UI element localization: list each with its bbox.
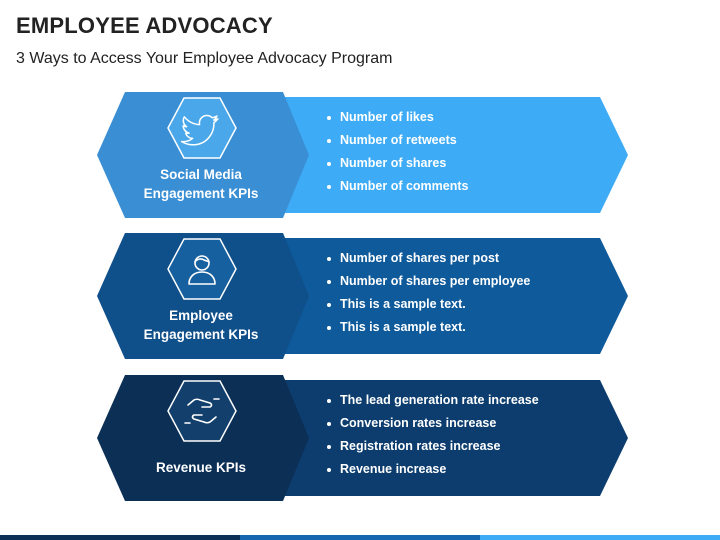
person-icon xyxy=(188,255,216,285)
page-title: EMPLOYEE ADVOCACY xyxy=(16,13,273,38)
kpi-row-revenue: Revenue KPIs The lead generation rate in… xyxy=(0,375,720,501)
list-item: This is a sample text. xyxy=(325,316,530,339)
kpi-bullet-list: Number of shares per post Number of shar… xyxy=(325,247,530,339)
footer-color-bar xyxy=(0,535,720,540)
kpi-label: Revenue KPIs xyxy=(118,458,284,477)
kpi-label: Social Media Engagement KPIs xyxy=(118,165,284,203)
kpi-label-line2: Engagement KPIs xyxy=(143,327,259,342)
kpi-label-line2: Engagement KPIs xyxy=(143,186,259,201)
footer-segment-light xyxy=(480,535,720,540)
icon-hexagon xyxy=(167,238,237,300)
kpi-bullet-list: The lead generation rate increase Conver… xyxy=(325,389,539,481)
list-item: Number of shares xyxy=(325,152,469,175)
handshake-icon-badge xyxy=(167,380,237,442)
kpi-row-social-media: Social Media Engagement KPIs Number of l… xyxy=(0,92,720,218)
list-item: Number of comments xyxy=(325,175,469,198)
list-item: Number of retweets xyxy=(325,129,469,152)
kpi-bullet-list: Number of likes Number of retweets Numbe… xyxy=(325,106,469,198)
list-item: Registration rates increase xyxy=(325,435,539,458)
bullet-arrow xyxy=(262,380,628,496)
person-head xyxy=(194,255,210,271)
list-item: Number of shares per employee xyxy=(325,270,530,293)
page-subtitle: 3 Ways to Access Your Employee Advocacy … xyxy=(16,50,393,67)
twitter-bird-icon-badge xyxy=(167,97,237,159)
bullet-arrow xyxy=(262,97,628,213)
list-item: Revenue increase xyxy=(325,458,539,481)
list-item: Number of shares per post xyxy=(325,247,530,270)
kpi-label: Employee Engagement KPIs xyxy=(118,306,284,344)
kpi-row-employee-engagement: Employee Engagement KPIs Number of share… xyxy=(0,233,720,359)
person-shoulders xyxy=(188,271,216,285)
list-item: The lead generation rate increase xyxy=(325,389,539,412)
person-hair xyxy=(194,258,210,263)
list-item: Conversion rates increase xyxy=(325,412,539,435)
hand-top xyxy=(187,398,220,408)
list-item: Number of likes xyxy=(325,106,469,129)
handshake-icon xyxy=(184,398,220,424)
twitter-bird-icon xyxy=(180,114,219,146)
person-icon-badge xyxy=(167,238,237,300)
kpi-label-line1: Revenue KPIs xyxy=(155,460,247,475)
footer-segment-mid xyxy=(240,535,480,540)
footer-segment-dark xyxy=(0,535,240,540)
hand-bottom xyxy=(184,414,217,424)
icon-hexagon xyxy=(167,380,237,442)
kpi-label-line1: Employee xyxy=(169,308,233,323)
kpi-label-line1: Social Media xyxy=(160,167,242,182)
bullet-arrow xyxy=(262,238,628,354)
icon-hexagon xyxy=(167,97,237,159)
list-item: This is a sample text. xyxy=(325,293,530,316)
